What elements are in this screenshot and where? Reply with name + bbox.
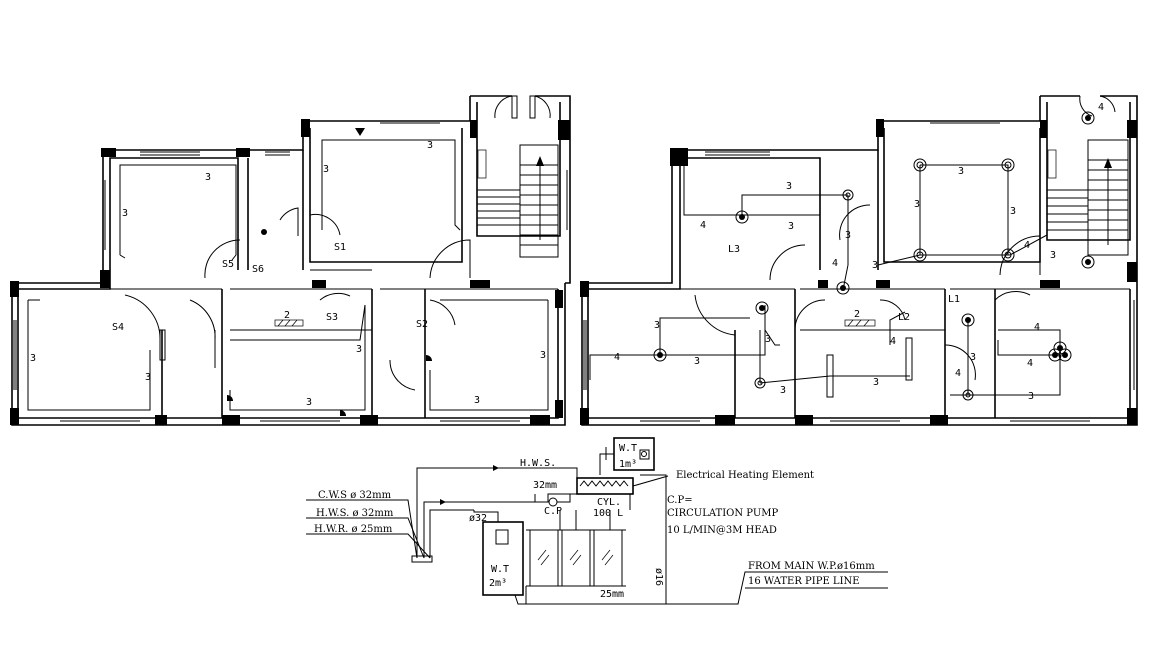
switch-label-l1: L1 [948,294,960,305]
switch-label-s1: S1 [334,242,346,253]
left-plan-windows [13,122,568,422]
pipe-label-2: 2 [854,309,860,320]
wt-top-capacity: 1m³ [619,459,637,470]
left-floor-plan: 3 3 3 3 3 3 3 3 3 3 2 S1 S2 S3 S4 S5 S6 [10,95,571,426]
pipe-size-phi16: ø16 [653,568,664,586]
pipe-size-25mm: 25mm [600,589,624,600]
wt-bottom-capacity: 2m³ [489,578,507,589]
pipe-label-4: 4 [832,258,838,269]
right-plan-windows [583,122,1135,422]
switch-label-l2: L2 [898,312,910,323]
pipe-label-3: 3 [145,372,151,383]
left-plan-fixtures [227,128,432,416]
pipe-label-3: 3 [30,353,36,364]
pipe-label-4: 4 [614,352,620,363]
pipe-label-3: 3 [205,172,211,183]
pipe-label-3: 3 [122,208,128,219]
pipe-label-3: 3 [786,181,792,192]
pipe-label-3: 3 [323,164,329,175]
right-plan-staircase [1047,95,1129,256]
pipe-legend: C.W.S ø 32mm H.W.S. ø 32mm H.W.R. ø 25mm [306,490,433,563]
pipe-label-3: 3 [958,166,964,177]
legend-hws: H.W.S. ø 32mm [316,508,394,519]
pipe-label-3: 3 [873,377,879,388]
pipe-label-4: 4 [890,336,896,347]
pipe-label-3: 3 [914,199,920,210]
pipe-size-phi32: ø32 [469,513,487,524]
cp-note-title: C.P= [667,495,693,506]
heating-cylinder [576,477,634,495]
pipe-label-3: 3 [654,320,660,331]
wt-bottom-label: W.T [491,564,509,575]
pipe-label-3: 3 [765,334,771,345]
hws-pipe-label: H.W.S. [520,458,556,469]
hot-water-schematic: W.T 1m³ 32mm CYL. 100 L Electrical Heati… [306,437,888,605]
pipe-label-3: 3 [845,230,851,241]
pipe-size-32mm: 32mm [533,480,557,491]
left-plan-staircase [477,95,559,258]
pipe-label-3: 3 [1028,391,1034,402]
pipe-label-3: 3 [1010,206,1016,217]
pipe-label-3: 3 [788,221,794,232]
pipe-label-4: 4 [955,368,961,379]
legend-hwr: H.W.R. ø 25mm [314,524,393,535]
pipe-label-3: 3 [474,395,480,406]
pipe-label-4: 4 [1024,240,1030,251]
left-plan-columns [10,119,570,425]
cp-note-desc: CIRCULATION PUMP [667,508,778,519]
right-plan-columns [580,119,1137,425]
legend-cws: C.W.S ø 32mm [318,490,392,501]
cylinder-capacity: 100 L [593,508,623,519]
right-plan-fixtures [826,319,913,398]
pipe-label-4: 4 [700,220,706,231]
circulation-pump [548,497,558,507]
radiators [526,510,626,587]
ground-water-tank [482,521,524,596]
wt-top-label: W.T [619,443,637,454]
left-plan-walls [11,95,571,426]
pipe-label-4: 4 [1027,358,1033,369]
pipe-label-3: 3 [356,344,362,355]
right-floor-plan: 3 3 3 3 3 3 3 3 3 3 3 3 3 3 3 4 4 4 4 4 … [580,95,1138,426]
pipe-label-3: 3 [970,352,976,363]
right-plan-light-points [653,111,1095,401]
left-plan-labels: 3 3 3 3 3 3 3 3 3 3 2 S1 S2 S3 S4 S5 S6 [30,140,546,408]
cp-label: C.P [544,506,562,517]
left-plan-doors [124,207,471,391]
main-supply-line-1: FROM MAIN W.P.ø16mm [748,561,875,572]
left-plan-pipes [27,139,549,411]
switch-label-l3: L3 [728,244,740,255]
pipe-label-3: 3 [306,397,312,408]
pipe-label-2: 2 [284,310,290,321]
pipe-label-3: 3 [872,260,878,271]
pipe-label-4: 4 [1098,102,1104,113]
electrical-heating-label: Electrical Heating Element [676,470,814,481]
main-supply-line-2: 16 WATER PIPE LINE [748,576,860,587]
switch-label-s5: S5 [222,259,234,270]
right-plan-labels: 3 3 3 3 3 3 3 3 3 3 3 3 3 3 3 4 4 4 4 4 … [614,102,1104,402]
switch-label-s6: S6 [252,264,264,275]
cylinder-label: CYL. [597,497,621,508]
pipe-label-4: 4 [1034,322,1040,333]
pipe-label-3: 3 [1050,250,1056,261]
pipe-label-3: 3 [780,385,786,396]
switch-label-s2: S2 [416,319,428,330]
right-plan-doors [694,204,1041,381]
cp-note-spec: 10 L/MIN@3M HEAD [667,525,777,536]
pipe-label-3: 3 [540,350,546,361]
switch-label-s3: S3 [326,312,338,323]
switch-label-s4: S4 [112,322,124,333]
pipe-label-3: 3 [427,140,433,151]
pipe-label-3: 3 [694,356,700,367]
